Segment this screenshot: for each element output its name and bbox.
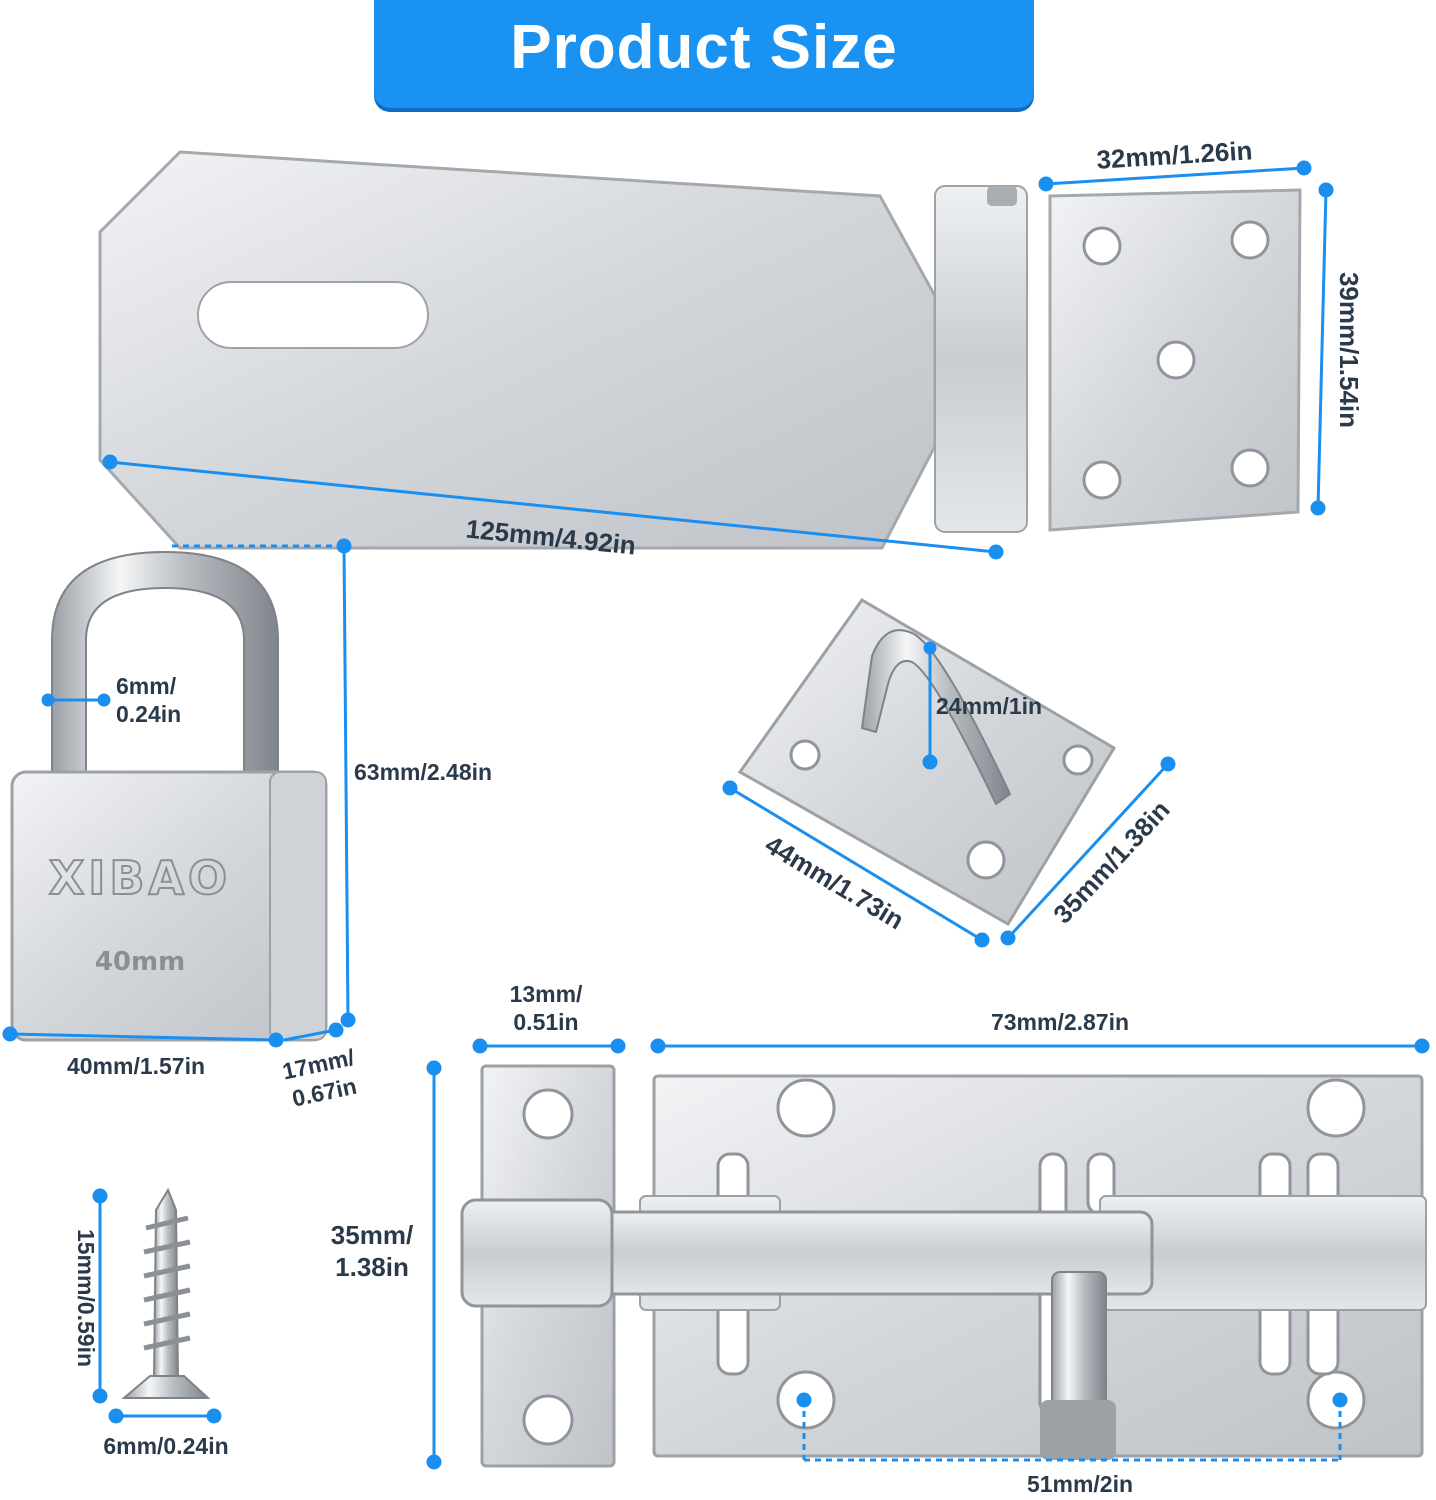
bolt-keeper-width-label-1: 13mm/: [510, 981, 583, 1007]
screw-length-label: 15mm/0.59in: [73, 1229, 99, 1367]
screw-shaft: [152, 1187, 180, 1381]
staple-loop-label: 24mm/1in: [936, 693, 1042, 719]
padlock-depth-line: [283, 1028, 337, 1042]
hasp: [98, 150, 1302, 550]
screw-dimensions: [92, 1188, 222, 1424]
padlock-brand: XIBAO: [49, 851, 231, 905]
staple-loop: [860, 629, 1012, 806]
hasp-plate-height-line: [1316, 189, 1328, 509]
padlock-width-label: 40mm/1.57in: [67, 1053, 205, 1079]
bolt-keeper-width-label-2: 0.51in: [513, 1009, 578, 1035]
hasp-slot: [197, 281, 429, 349]
padlock-size-mark: 40mm: [95, 947, 185, 977]
staple-depth-line: [1006, 762, 1170, 940]
bolt-rod-end: [460, 1198, 614, 1308]
hasp-plate-width-label: 32mm/1.26in: [1096, 135, 1254, 174]
padlock-width-line: [9, 1032, 277, 1042]
padlock-shackle-label-1: 6mm/: [116, 673, 177, 699]
padlock: XIBAO 40mm: [10, 550, 328, 1042]
padlock-shackle-label-2: 0.24in: [116, 701, 181, 727]
bolt-height-label-2: 1.38in: [335, 1252, 409, 1282]
screw: [121, 1187, 211, 1399]
hasp-plate-width-line: [1045, 166, 1305, 186]
padlock-shackle: [51, 550, 279, 793]
title-banner: Product Size: [374, 0, 1034, 108]
hasp-plate-height-label: 39mm/1.54in: [1334, 272, 1364, 428]
padlock-height-line: [342, 545, 350, 1021]
padlock-height-label: 63mm/2.48in: [354, 759, 492, 785]
bolt-hole-spacing-label: 51mm/2in: [1027, 1471, 1133, 1497]
screw-head-label: 6mm/0.24in: [103, 1433, 228, 1459]
hasp-strap: [98, 150, 937, 550]
barrel-bolt: [460, 1064, 1427, 1468]
padlock-body-side: [269, 771, 327, 1041]
page-title: Product Size: [510, 13, 898, 82]
bolt-length-label: 73mm/2.87in: [991, 1009, 1129, 1035]
screw-head: [121, 1375, 211, 1399]
bolt-height-label-1: 35mm/: [331, 1220, 413, 1250]
bolt-dimensions: [426, 1038, 1430, 1470]
staple-width-line: [729, 786, 983, 942]
bolt-handle: [1051, 1271, 1107, 1423]
padlock-dimensions: [2, 538, 356, 1048]
hasp-dimensions: [102, 160, 1334, 560]
staple-dimensions: [722, 641, 1176, 948]
hasp-hinge-knuckle: [934, 185, 1028, 533]
hasp-length-line: [109, 460, 997, 554]
hasp-hinge-pin: [987, 186, 1017, 206]
hasp-screw-holes: [1082, 220, 1270, 500]
